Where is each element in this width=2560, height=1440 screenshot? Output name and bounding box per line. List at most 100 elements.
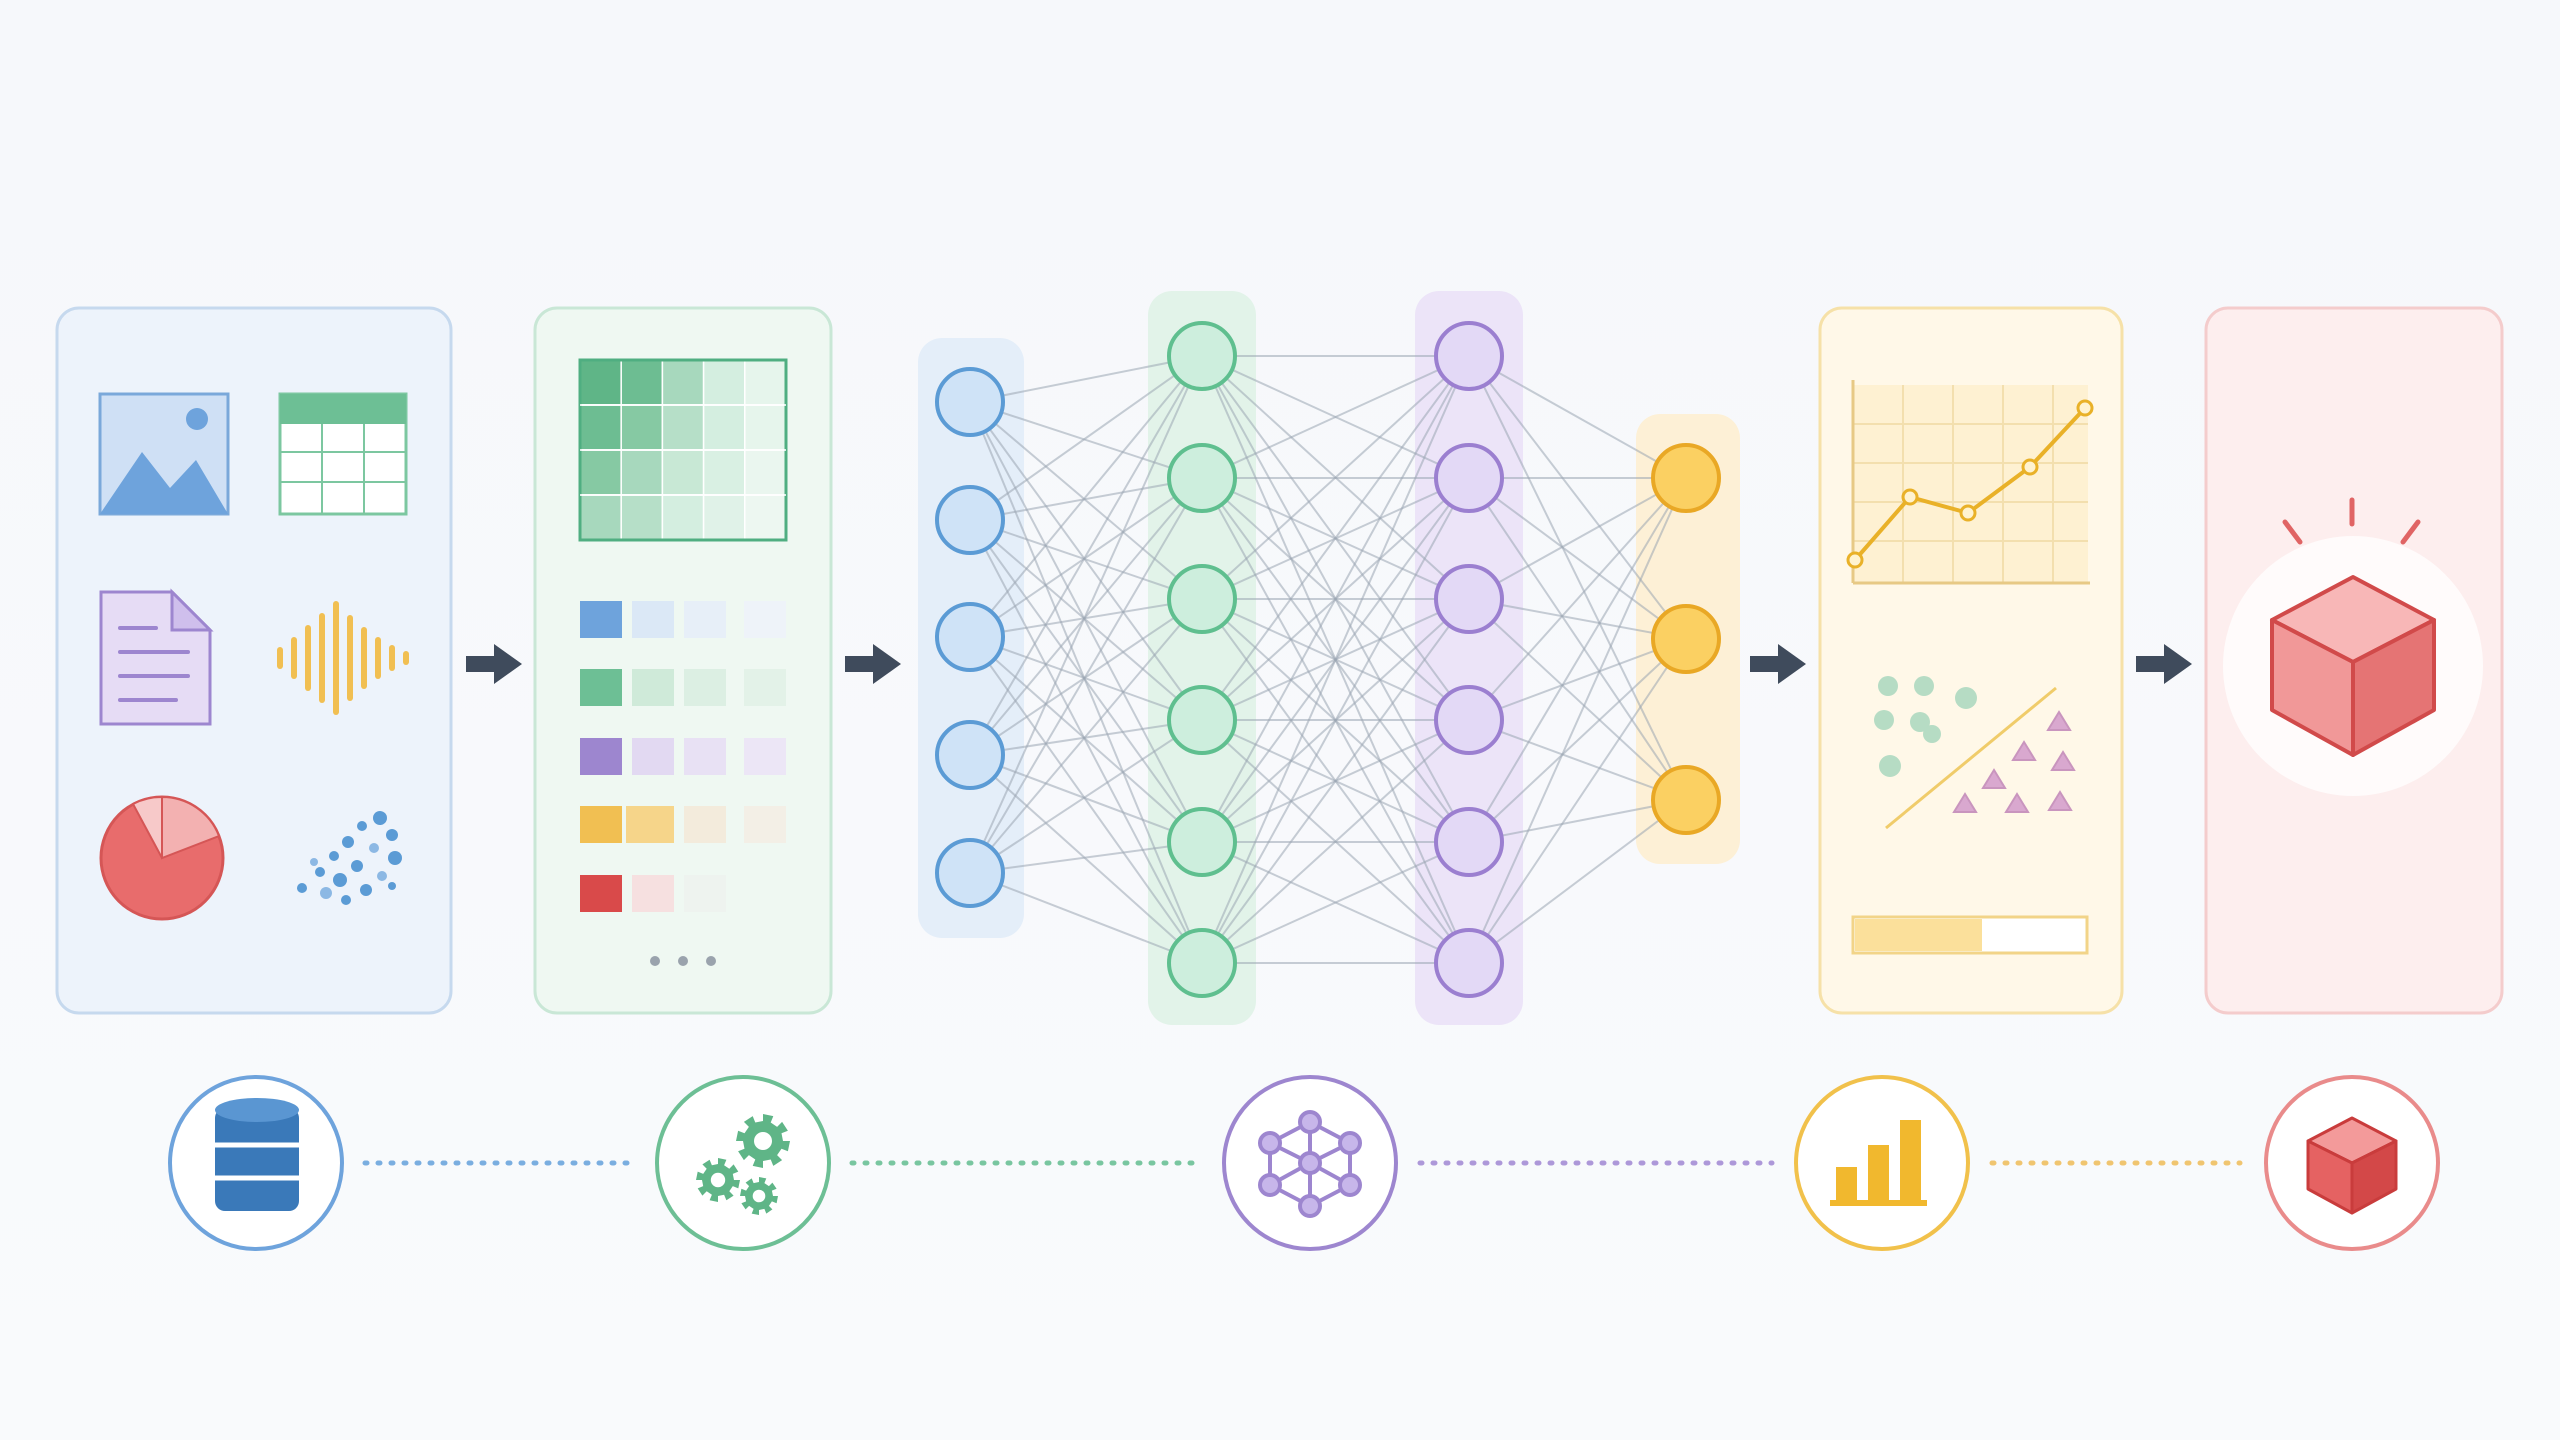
network-edge bbox=[1468, 477, 1687, 964]
network-node bbox=[935, 485, 1005, 555]
stage-model bbox=[1222, 1075, 1398, 1251]
network-edge bbox=[1468, 477, 1687, 843]
matrix-cell bbox=[661, 494, 705, 541]
progress-fill bbox=[1855, 919, 1982, 951]
audio-wave-icon bbox=[277, 601, 409, 715]
network-edge bbox=[969, 636, 1203, 721]
matrix-cell bbox=[661, 404, 705, 451]
network-node bbox=[1167, 807, 1237, 877]
network-edge bbox=[1468, 477, 1687, 801]
network-edge bbox=[969, 355, 1203, 874]
network-edge bbox=[969, 477, 1203, 638]
network-edge bbox=[1468, 799, 1687, 964]
encoded-rows bbox=[580, 601, 786, 912]
network-node bbox=[935, 367, 1005, 437]
network-edge bbox=[1468, 598, 1687, 801]
network-node bbox=[935, 720, 1005, 790]
network-edge bbox=[969, 872, 1203, 964]
network-nodes bbox=[935, 321, 1721, 998]
network-node bbox=[1167, 685, 1237, 755]
network-edge bbox=[1468, 477, 1687, 640]
spark-lines bbox=[2282, 497, 2421, 545]
matrix-cell bbox=[579, 449, 622, 496]
network-node bbox=[1167, 321, 1237, 391]
data-sources-panel bbox=[55, 306, 453, 1015]
preprocessing-panel bbox=[533, 306, 833, 1015]
network-edge bbox=[969, 477, 1203, 521]
network-edges bbox=[969, 355, 1687, 964]
network-node bbox=[1167, 564, 1237, 634]
network-node bbox=[1167, 443, 1237, 513]
database-icon bbox=[215, 1098, 299, 1211]
scatter-dots-icon bbox=[297, 811, 402, 905]
network-node bbox=[1434, 928, 1504, 998]
neural-network bbox=[918, 291, 1740, 1025]
network-node bbox=[1434, 321, 1504, 391]
network-icon bbox=[1258, 1110, 1362, 1218]
gears-icon bbox=[696, 1114, 790, 1215]
network-edge bbox=[969, 754, 1203, 964]
matrix-cell bbox=[579, 494, 622, 541]
network-edge bbox=[1468, 638, 1687, 721]
network-edge bbox=[1468, 355, 1687, 479]
matrix-cell bbox=[661, 359, 705, 406]
matrix-cell bbox=[702, 404, 746, 451]
network-edge bbox=[1201, 355, 1470, 964]
network-edge bbox=[1468, 477, 1687, 721]
network-node bbox=[1434, 807, 1504, 877]
network-node bbox=[1651, 443, 1721, 513]
arrow-icon bbox=[466, 644, 522, 684]
stage-preprocessing bbox=[655, 1075, 831, 1251]
network-node bbox=[1434, 443, 1504, 513]
matrix-cell bbox=[661, 449, 705, 496]
matrix-cell bbox=[620, 404, 664, 451]
network-edge bbox=[969, 754, 1203, 843]
network-edge bbox=[969, 477, 1203, 874]
network-edge bbox=[969, 719, 1203, 874]
more-dots-icon bbox=[650, 956, 716, 966]
matrix-cell bbox=[579, 359, 622, 406]
network-edge bbox=[1468, 719, 1687, 801]
network-edge bbox=[1201, 355, 1470, 843]
network-node bbox=[935, 602, 1005, 672]
network-node bbox=[1167, 928, 1237, 998]
network-edge bbox=[969, 519, 1203, 964]
feature-matrix bbox=[578, 358, 788, 542]
network-edge bbox=[1201, 355, 1470, 479]
matrix-cell bbox=[579, 404, 622, 451]
matrix-cell bbox=[702, 449, 746, 496]
matrix-cell bbox=[744, 494, 787, 541]
line-chart bbox=[1846, 380, 2094, 585]
document-icon bbox=[99, 588, 214, 726]
network-edge bbox=[1201, 841, 1470, 964]
network-edge bbox=[1468, 598, 1687, 640]
image-icon bbox=[98, 392, 230, 516]
network-edge bbox=[1201, 477, 1470, 964]
network-edge bbox=[969, 519, 1203, 843]
classification-scatter bbox=[1874, 676, 2076, 830]
matrix-cell bbox=[744, 404, 787, 451]
network-node bbox=[1651, 604, 1721, 674]
matrix-cell bbox=[702, 494, 746, 541]
network-edge bbox=[1201, 598, 1470, 964]
progress-bar bbox=[1851, 915, 2089, 955]
hidden-layer-2-band bbox=[1415, 291, 1523, 1025]
matrix-cell bbox=[620, 449, 664, 496]
network-edge bbox=[969, 355, 1203, 638]
network-edge bbox=[1201, 355, 1470, 600]
network-edge bbox=[969, 401, 1203, 479]
network-edge bbox=[969, 598, 1203, 874]
network-edge bbox=[969, 355, 1203, 403]
network-edge bbox=[1201, 355, 1470, 721]
matrix-cell bbox=[744, 449, 787, 496]
cube-icon bbox=[2306, 1116, 2398, 1215]
pipeline-timeline bbox=[168, 1075, 2440, 1251]
network-edge bbox=[969, 401, 1203, 843]
network-edge bbox=[969, 519, 1203, 721]
network-node bbox=[935, 838, 1005, 908]
network-node bbox=[1651, 765, 1721, 835]
network-edge bbox=[969, 636, 1203, 843]
network-edge bbox=[1201, 719, 1470, 964]
